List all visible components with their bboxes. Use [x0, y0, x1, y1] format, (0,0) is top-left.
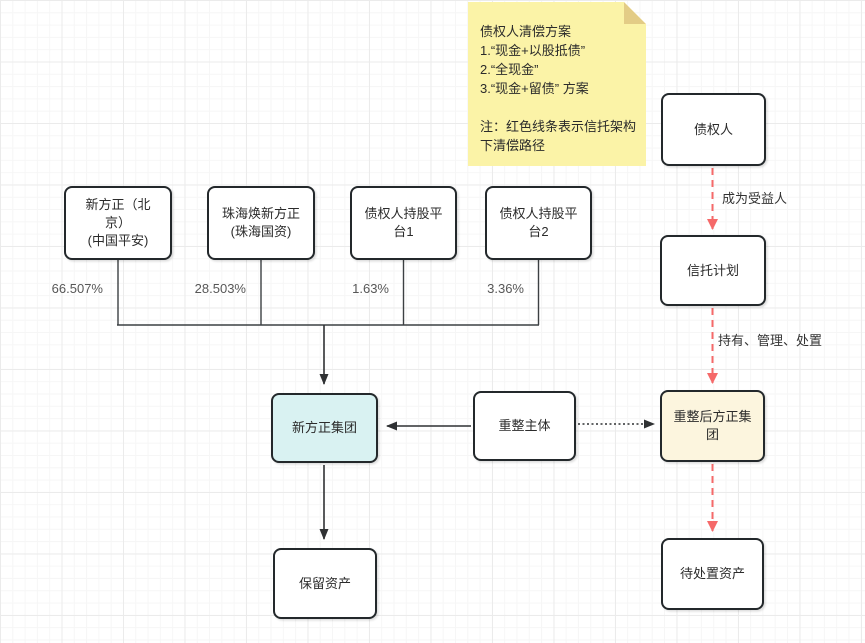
node-restructuring-entity[interactable]: 重整主体 [473, 391, 576, 461]
node-label-line2: (中国平安) [87, 233, 149, 248]
percent-label-3: 1.63% [352, 281, 389, 296]
node-new-founder-group[interactable]: 新方正集团 [271, 393, 378, 463]
sticky-note[interactable]: 债权人清偿方案 1.“现金+以股抵债” 2.“全现金” 3.“现金+留债” 方案… [468, 2, 646, 166]
node-creditor[interactable]: 债权人 [661, 93, 766, 166]
node-label-line1: 珠海焕新方正 [221, 206, 300, 221]
node-shareholder-3[interactable]: 债权人持股平台1 [350, 186, 457, 260]
node-shareholder-2[interactable]: 珠海焕新方正 (珠海国资) [207, 186, 315, 260]
node-label-line1: 新方正（北京） [85, 197, 151, 230]
node-retained-assets[interactable]: 保留资产 [273, 548, 377, 619]
node-label: 债权人持股平台2 [499, 206, 578, 239]
node-label: 新方正集团 [291, 420, 357, 435]
note-title: 债权人清偿方案 [480, 24, 572, 39]
node-label: 重整主体 [498, 418, 551, 433]
edge-label-hold-manage-dispose: 持有、管理、处置 [718, 333, 823, 348]
node-label: 信托计划 [686, 262, 739, 278]
note-item: 1.“现金+以股抵债” [480, 43, 586, 58]
node-label: 债权人持股平台1 [364, 206, 443, 239]
node-assets-for-disposal[interactable]: 待处置资产 [661, 538, 764, 610]
percent-label-2: 28.503% [194, 281, 246, 296]
node-label: 待处置资产 [679, 566, 745, 581]
node-label-line2: (珠海国资) [230, 224, 292, 239]
edge-label-become-beneficiary: 成为受益人 [722, 191, 788, 206]
note-item: 3.“现金+留债” 方案 [480, 81, 589, 96]
node-trust-plan[interactable]: 信托计划 [660, 235, 766, 306]
note-footnote: 注：红色线条表示信托架构下清偿路径 [480, 119, 637, 153]
node-label: 重整后方正集团 [673, 409, 752, 442]
note-item: 2.“全现金” [480, 62, 539, 77]
percent-label-1: 66.507% [51, 281, 103, 296]
node-post-restructuring-group[interactable]: 重整后方正集团 [660, 390, 765, 462]
percent-label-4: 3.36% [487, 281, 524, 296]
note-fold-corner [624, 2, 646, 24]
node-label: 债权人 [693, 121, 733, 137]
node-shareholder-1[interactable]: 新方正（北京） (中国平安) [64, 186, 172, 260]
node-label: 保留资产 [298, 575, 351, 591]
node-shareholder-4[interactable]: 债权人持股平台2 [485, 186, 592, 260]
